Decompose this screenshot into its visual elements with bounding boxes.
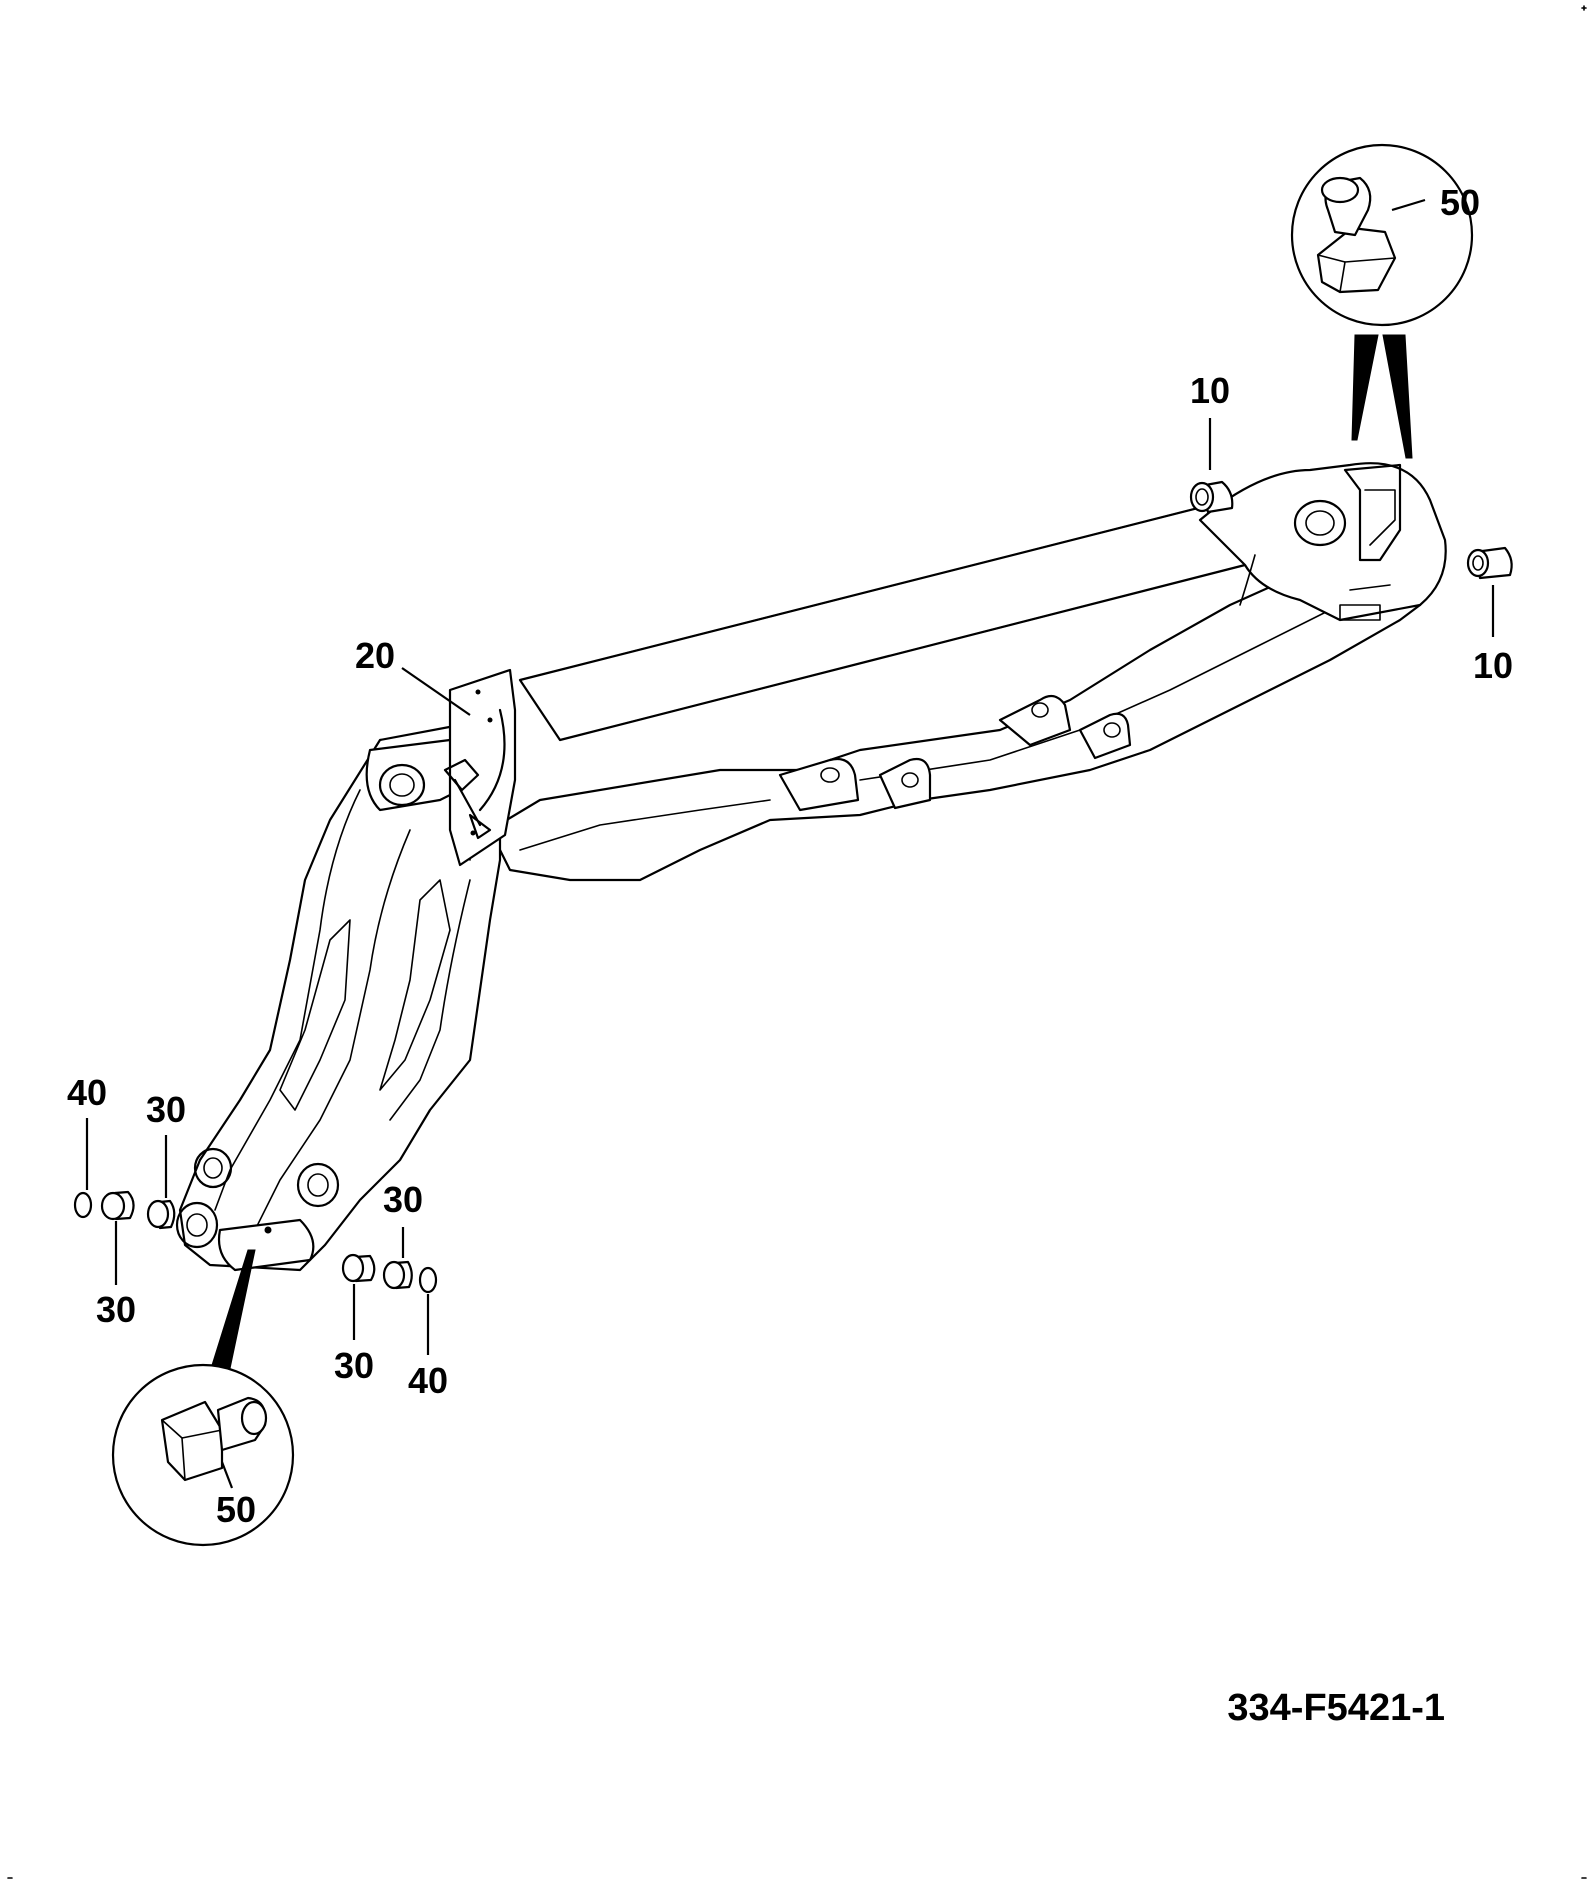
bush-mid-lower — [341, 1253, 376, 1283]
callout-grease-nipple-bottom: 50 — [216, 1489, 256, 1530]
callout-labels: 10 10 20 40 30 30 30 30 40 50 50 — [67, 182, 1513, 1530]
callout-grease-nipple-top: 50 — [1440, 182, 1480, 223]
boom-lower-box — [488, 558, 1422, 882]
grease-nipple-icon-top — [1316, 176, 1397, 294]
callout-bush-mid-lower: 30 — [334, 1345, 374, 1386]
drawing-number: 334-F5421-1 — [1227, 1687, 1445, 1729]
callout-ring-right: 40 — [408, 1360, 448, 1401]
callout-ring-left: 40 — [67, 1072, 107, 1113]
gauge-plate — [448, 668, 517, 867]
leader-lines — [85, 418, 1495, 1355]
callout-pin-right: 10 — [1473, 645, 1513, 686]
bush-mid-upper — [382, 1260, 413, 1290]
callout-bush-left-upper: 30 — [146, 1089, 186, 1130]
callout-bush-mid-upper: 30 — [383, 1179, 423, 1220]
bush-left-upper — [146, 1199, 176, 1230]
detail-circle-top — [1290, 143, 1474, 459]
boom-arm-outer — [178, 723, 502, 1272]
corner-marks — [7, 5, 1587, 1879]
callout-pin-top: 10 — [1190, 370, 1230, 411]
callout-gauge-plate: 20 — [355, 635, 395, 676]
detail-circle-bottom — [111, 1249, 295, 1547]
boom-assembly — [175, 462, 1447, 1272]
ring-right — [418, 1266, 438, 1294]
callout-bush-left-lower: 30 — [96, 1289, 136, 1330]
lower-pivot-boss-left-lower — [175, 1201, 219, 1249]
ring-left — [73, 1191, 93, 1219]
lower-pivot-boss-right — [296, 1162, 340, 1208]
pin-top — [1189, 480, 1234, 514]
boom-head-bracket — [1198, 462, 1447, 622]
pin-right — [1466, 546, 1513, 580]
lower-pivot-boss-left-upper — [193, 1147, 233, 1189]
bush-left-lower — [100, 1190, 135, 1221]
grease-nipple-icon-bottom — [160, 1396, 268, 1482]
